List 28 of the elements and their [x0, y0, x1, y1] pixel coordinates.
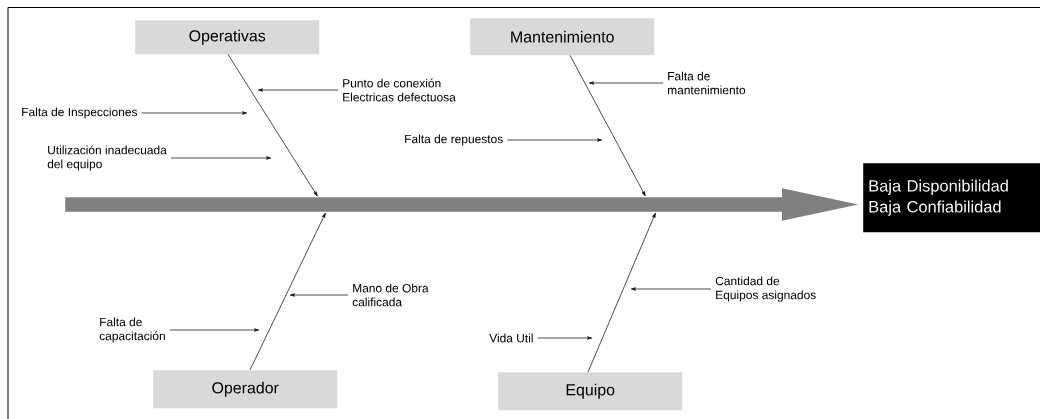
cause-label: Falta de capacitación	[99, 317, 165, 343]
category-box: Operador	[153, 370, 338, 409]
bone-arrow	[587, 212, 656, 373]
bone-arrow	[569, 55, 646, 197]
cause-label: Falta de Inspecciones	[22, 107, 138, 119]
category-box: Mantenimiento	[470, 18, 655, 56]
cause-arrow	[630, 287, 712, 291]
cause-arrow	[537, 336, 593, 340]
cause-label: Utilización inadecuada del equipo	[47, 145, 167, 171]
cause-arrow	[507, 138, 603, 142]
category-box: Operativas	[135, 20, 320, 55]
cause-label: Punto de conexión Electricas defectuosa	[343, 78, 456, 102]
effect-box: Baja Disponibilidad Baja Confiabilidad	[863, 163, 1040, 233]
cause-arrow	[257, 88, 339, 92]
cause-label: Vida Util	[489, 333, 533, 343]
bone-arrow	[249, 212, 326, 371]
cause-arrow	[588, 81, 664, 85]
cause-arrow	[169, 328, 260, 332]
spine-arrow	[65, 188, 859, 221]
category-box: Equipo	[498, 372, 683, 411]
cause-arrow	[170, 156, 272, 160]
cause-arrow	[289, 293, 349, 297]
cause-label: Mano de Obra calificada	[352, 283, 429, 307]
cause-label: Cantidad de Equipos asignados	[715, 276, 816, 302]
cause-arrow	[141, 111, 248, 115]
cause-label: Falta de mantenimiento	[668, 71, 746, 95]
cause-label: Falta de repuestos	[405, 134, 503, 146]
bone-arrow	[227, 54, 318, 197]
